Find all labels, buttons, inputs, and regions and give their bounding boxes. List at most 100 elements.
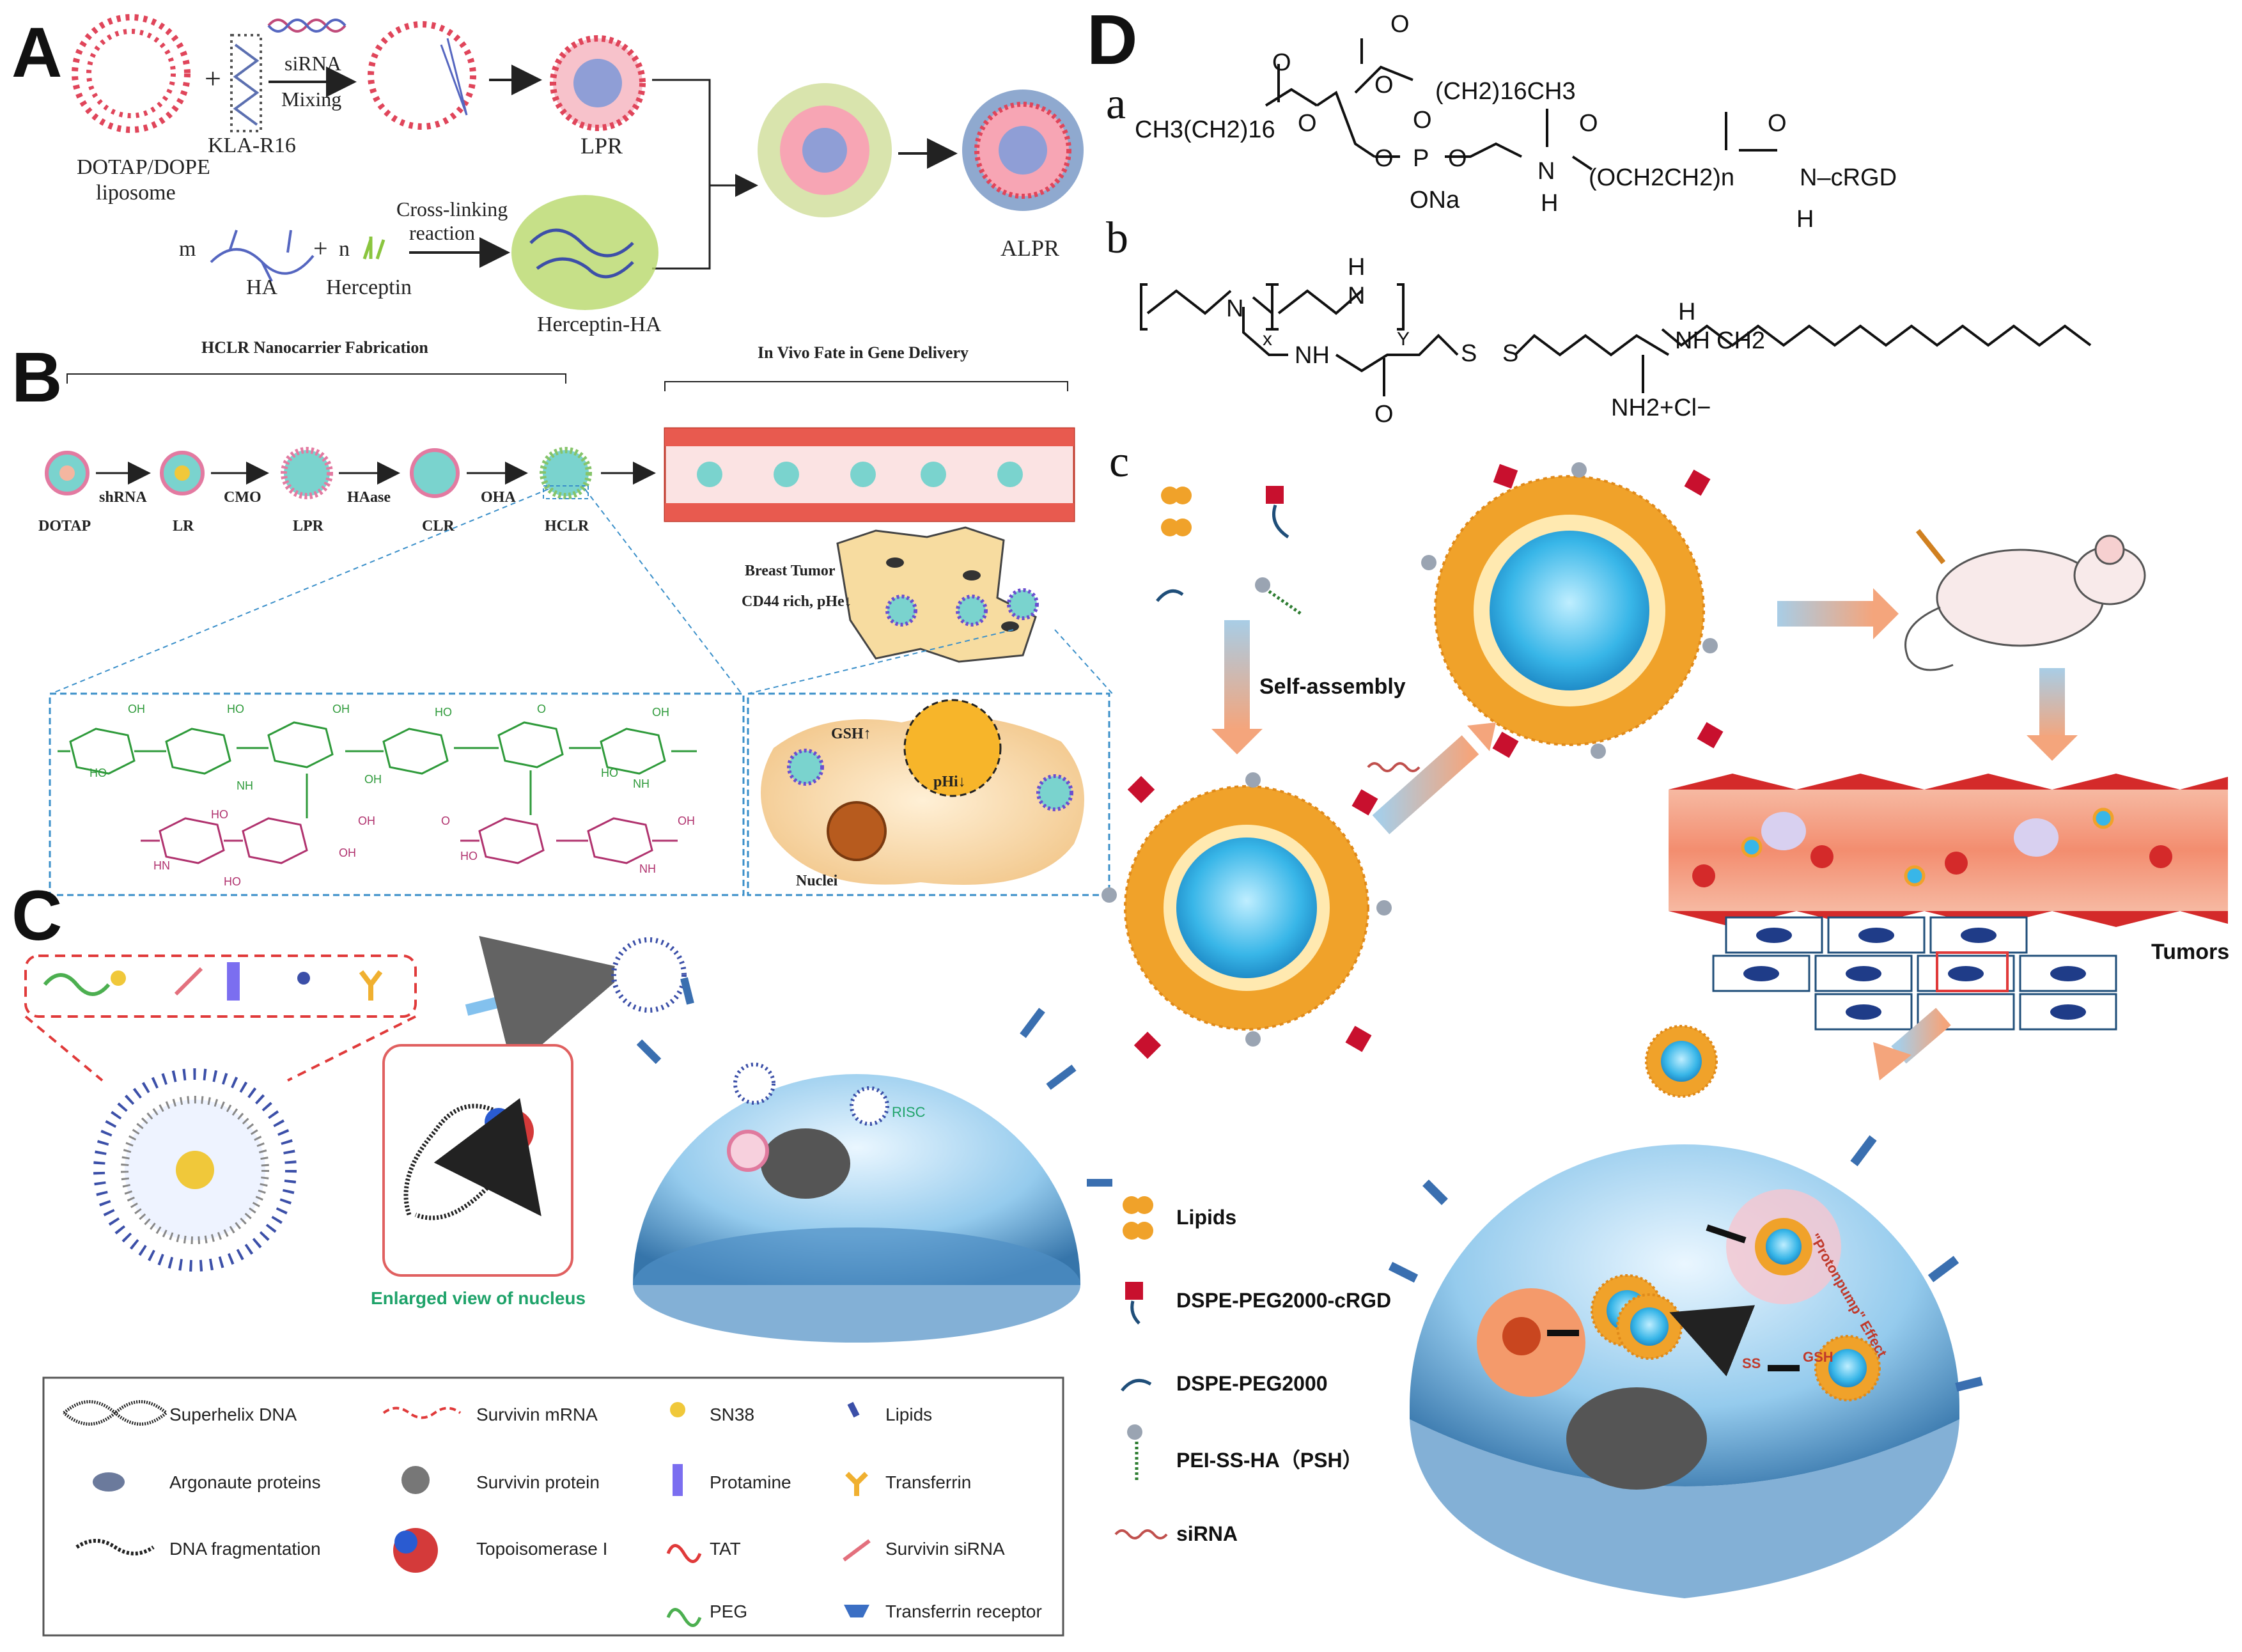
chem-b-n: N: [1226, 295, 1243, 322]
tumor-tissue: [1712, 916, 2117, 1031]
nanoparticle-large-d: [1421, 462, 1724, 759]
legend-d-3: PEI-SS-HA（PSH）: [1176, 1449, 1363, 1472]
chem-label-13: O: [441, 814, 450, 827]
ha-chemistry-box: [49, 692, 745, 896]
chem-b-o: O: [1374, 401, 1394, 428]
chem-label-3: HO: [435, 706, 452, 719]
herceptin-icon: [362, 237, 385, 260]
ha-chemistry-structure: [58, 721, 697, 864]
liposome-icon: [72, 14, 191, 133]
alpr-intermediate-icon: [758, 83, 892, 217]
sirna-icon-d: [1367, 762, 1421, 772]
chem-a-crgd: N–cRGD: [1800, 164, 1897, 191]
chem-label-2: OH: [332, 703, 350, 715]
chem-a-o4: O: [1390, 11, 1410, 38]
tumors-label: Tumors: [2151, 940, 2229, 964]
herceptin-ha-label: Herceptin-HA: [537, 313, 662, 336]
self-assembly-label: Self-assembly: [1259, 674, 1406, 699]
chem-label-17: HO: [460, 850, 478, 862]
legend-c-9: Topoisomerase I: [476, 1539, 607, 1559]
gsh-label-d: GSH: [1803, 1349, 1833, 1365]
crosslink-label-1: Cross-linking: [396, 198, 508, 221]
liposome-label-2: liposome: [96, 181, 176, 205]
blood-vessel: [664, 427, 1075, 522]
chem-label-11: HO: [211, 808, 228, 821]
lpr-icon: [550, 35, 646, 131]
arrow-cmo: CMO: [224, 489, 261, 506]
chem-label-9: HO: [601, 767, 618, 779]
chem-b-y: Y: [1397, 329, 1410, 350]
chem-a-o2: O: [1298, 110, 1317, 137]
nucleus-caption: Enlarged view of nucleus: [371, 1288, 586, 1308]
panel-letter-d: D: [1087, 1, 1137, 79]
cd44-label: CD44 rich, pHe↓: [742, 593, 852, 610]
panel-d: D a CH3(CH2)16 O O O O (CH2)16CH3 O P O …: [1087, 1, 2229, 1598]
chem-b-nh2cl: NH2+Cl−: [1611, 394, 1711, 421]
arrow-shrna: shRNA: [99, 489, 147, 506]
alpr-icon: [962, 90, 1084, 211]
mouse-icon: [1904, 529, 2146, 671]
chem-label-10: NH: [633, 777, 650, 790]
m-label: m: [179, 237, 196, 261]
chem-label-6: OH: [652, 706, 669, 719]
legend-c-2: SN38: [710, 1405, 754, 1424]
legend-c-6: Protamine: [710, 1472, 791, 1492]
legend-c-7: Transferrin: [885, 1472, 971, 1492]
liposome-label-1: DOTAP/DOPE: [77, 155, 210, 179]
tumor-nuclei: [1743, 928, 2086, 1020]
chem-a-o3: O: [1374, 72, 1394, 98]
sirna-icon: [267, 19, 346, 33]
chem-structure-b: [1140, 283, 2092, 396]
sub-b: b: [1106, 214, 1128, 263]
svg-text:+: +: [205, 62, 221, 95]
legend-c-10: TAT: [710, 1539, 741, 1559]
chem-a-peg: (OCH2CH2)n: [1589, 164, 1734, 191]
chem-a-left-chain: CH3(CH2)16: [1135, 116, 1275, 143]
chem-label-0: OH: [128, 703, 145, 715]
component-icons-d: [1156, 486, 1302, 616]
nucleus-b: [827, 801, 887, 861]
chem-structure-a: [1265, 38, 1777, 171]
crosslink-label-2: reaction: [409, 221, 475, 244]
ss-label-d: SS: [1742, 1355, 1761, 1371]
panel-b: B HCLR Nanocarrier Fabrication In Vivo F…: [12, 338, 1113, 896]
chem-a-h2: H: [1796, 206, 1814, 233]
step-lpr: LPR: [293, 518, 324, 534]
chem-label-15: OH: [339, 846, 356, 859]
chem-a-o1: O: [1272, 49, 1291, 76]
legend-c-5: Survivin protein: [476, 1472, 600, 1492]
fate-title: In Vivo Fate in Gene Delivery: [758, 343, 969, 362]
legend-c-12: PEG: [710, 1601, 747, 1621]
legend-d-2: DSPE-PEG2000: [1176, 1372, 1328, 1395]
step-lr: LR: [173, 518, 194, 534]
chem-a-o6: O: [1413, 107, 1432, 134]
breast-tumor-cells: [836, 526, 1039, 663]
chem-b-n2: N: [1348, 283, 1365, 309]
endosome-b: [903, 699, 1002, 797]
phi-label-b: pHi↓: [933, 774, 966, 790]
alpr-label: ALPR: [1000, 235, 1059, 261]
legend-c-1: Survivin mRNA: [476, 1405, 598, 1424]
chem-a-n: N: [1537, 158, 1555, 185]
cell-d: [1388, 1135, 1983, 1598]
arrow-haase: HAase: [347, 489, 391, 506]
liposome-sirna-icon: [368, 21, 476, 130]
n-label: n: [339, 237, 350, 261]
fab-title: HCLR Nanocarrier Fabrication: [201, 338, 428, 357]
chem-label-18: HN: [153, 859, 170, 872]
chem-label-8: OH: [364, 773, 382, 786]
legend-icons-c: [63, 1400, 871, 1627]
component-box: [24, 955, 417, 1018]
legend-d-0: Lipids: [1176, 1206, 1236, 1229]
svg-text:+: +: [313, 234, 328, 263]
chem-b-h: H: [1348, 254, 1365, 281]
ha-icon: [210, 230, 315, 282]
sub-c: c: [1109, 437, 1129, 487]
sub-a: a: [1106, 79, 1126, 129]
legend-c-3: Lipids: [885, 1405, 932, 1424]
chem-b-nh: NH: [1295, 342, 1330, 369]
tumor-cell-box: [747, 692, 1110, 896]
kla-r16-peptide-icon: [230, 34, 262, 132]
chem-b-s2: S: [1502, 340, 1518, 367]
chem-label-19: NH: [639, 862, 656, 875]
